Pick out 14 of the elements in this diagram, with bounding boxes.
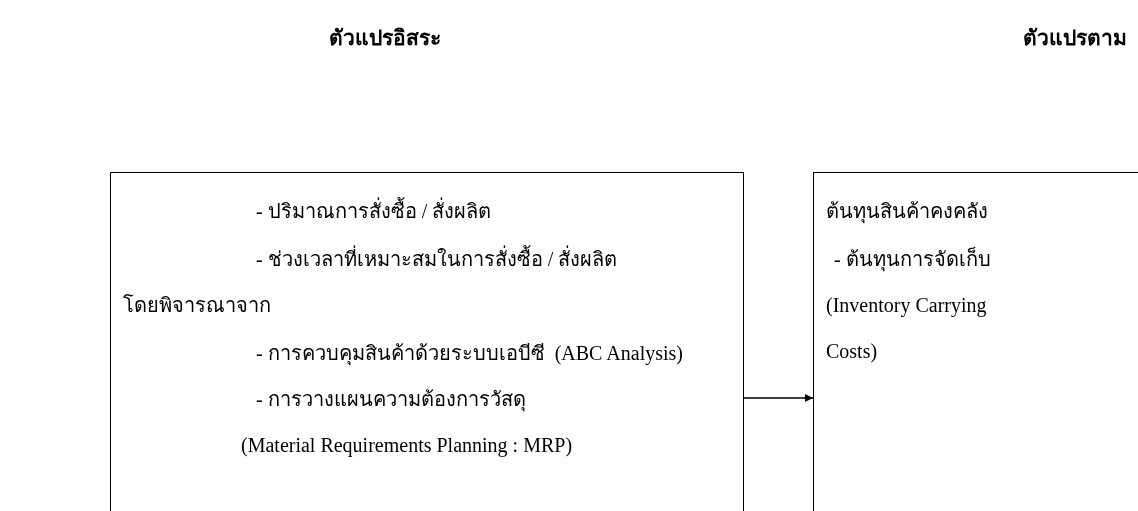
- text-line: - ช่วงเวลาที่เหมาะสมในการสั่งซื้อ / สั่งผลิต: [256, 247, 618, 271]
- arrow: [743, 394, 814, 402]
- text-line: โดยพิจารณาจาก: [123, 293, 271, 317]
- text-line: ต้นทุนสินค้าคงคลัง: [826, 199, 988, 223]
- text-line: (Material Requirements Planning : MRP): [241, 433, 573, 457]
- text-line: - ปริมาณการสั่งซื้อ / สั่งผลิต: [256, 199, 492, 223]
- column-heading: ตัวแปรตาม: [1023, 24, 1127, 52]
- column-heading: ตัวแปรอิสระ: [329, 24, 441, 52]
- text-line: - การวางแผนความต้องการวัสดุ: [256, 387, 526, 411]
- text-box: [110, 172, 744, 511]
- text-line: - ต้นทุนการจัดเก็บ: [834, 247, 991, 271]
- text-box: [813, 172, 1138, 511]
- text-line: (Inventory Carrying Costs): [826, 293, 988, 365]
- text-line: - การควบคุมสินค้าด้วยระบบเอบีซี (ABC Analysis): [256, 341, 683, 365]
